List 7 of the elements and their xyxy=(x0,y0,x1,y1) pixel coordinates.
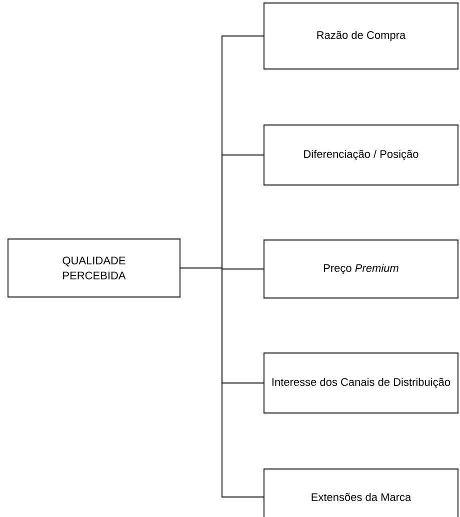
text-box: Interesse dos Canais de Distribuição xyxy=(264,352,458,414)
text-box: Diferenciação / Posição xyxy=(264,124,458,186)
text-box: QUALIDADE PERCEBIDA xyxy=(8,238,180,298)
text-box: Extensões da Marca xyxy=(264,468,458,517)
text-box: Razão de Compra xyxy=(264,2,458,70)
connector-line xyxy=(180,268,264,498)
text-box: Preço Premium xyxy=(264,240,458,298)
